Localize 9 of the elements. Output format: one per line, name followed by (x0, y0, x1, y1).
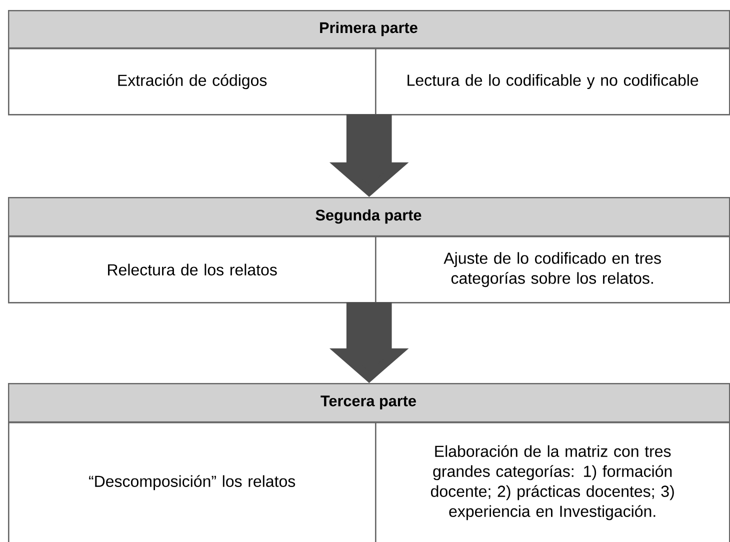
table-cell: Relectura de los relatos (8, 236, 376, 304)
table-cell: Extración de códigos (8, 48, 376, 116)
table-cell: Lectura de lo codificable y no codificable (375, 48, 730, 116)
header-text: Primera parte (320, 22, 418, 36)
header-text: Segunda parte (316, 209, 422, 224)
table-cell: “Descomposición” los relatos (8, 422, 376, 542)
table-cell: Ajuste de lo codificado en tres categorías sobre los relatos. (375, 236, 730, 304)
header-text: Tercera parte (320, 396, 416, 410)
table-cell: Elaboración de la matriz con tres grandes categorías: 1) formación docente; 2) prácticas docentes; 3) experiencia en Investigación. (375, 422, 730, 542)
